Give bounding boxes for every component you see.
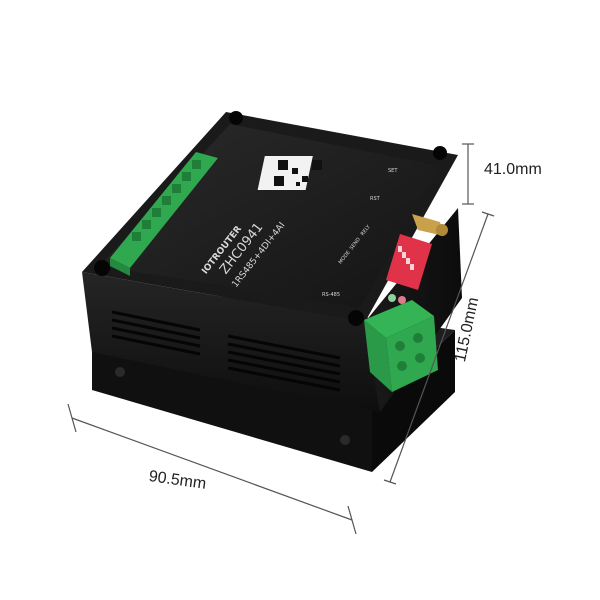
vent-slots — [111, 310, 341, 392]
dip-switch — [386, 234, 432, 290]
qr-code — [257, 156, 322, 190]
rst-label: RST — [370, 196, 381, 202]
terminal-block-right — [364, 300, 438, 392]
rs485-label: RS-485 — [322, 292, 340, 298]
screw-hole — [94, 260, 110, 276]
screw-hole — [229, 111, 243, 125]
set-label: SET — [388, 168, 398, 174]
screw-hole — [348, 310, 364, 326]
dimension-lines — [67, 143, 495, 535]
terminal-block-left — [110, 152, 218, 276]
housing-top — [82, 111, 458, 326]
antenna-connector — [412, 214, 448, 236]
status-leds — [388, 294, 406, 304]
screw-hole — [433, 146, 447, 160]
height-dimension-label: 41.0mm — [484, 161, 542, 178]
housing-front — [82, 272, 380, 412]
